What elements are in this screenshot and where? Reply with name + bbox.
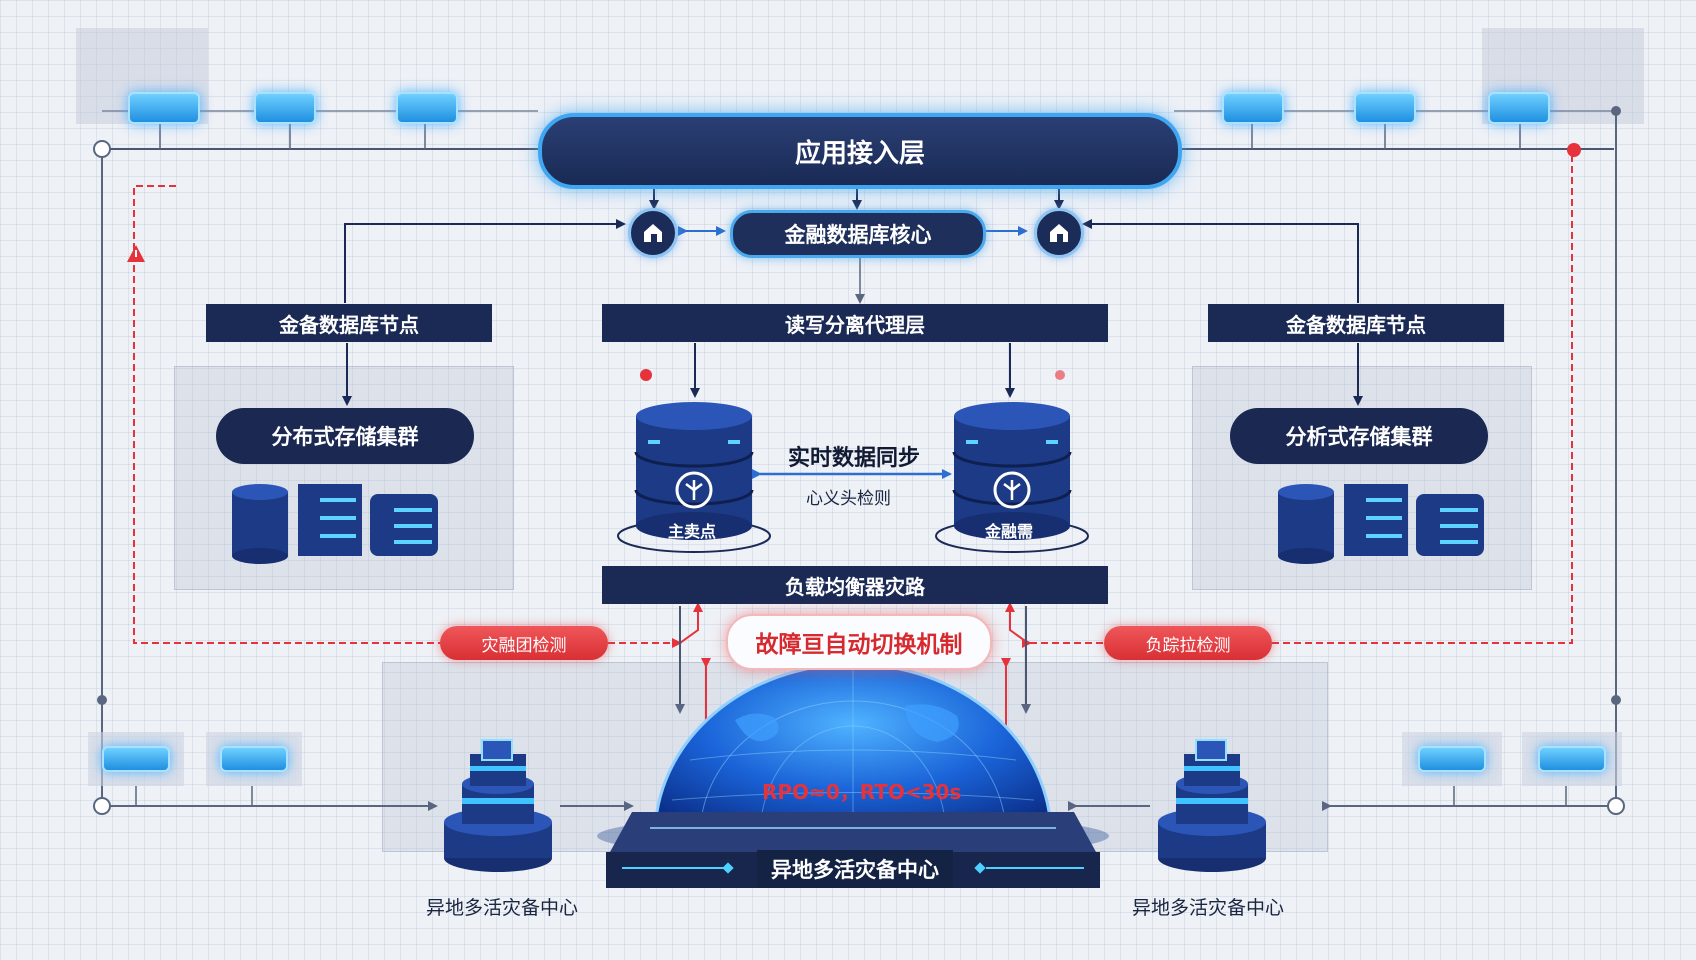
bottom-device-icon[interactable] <box>102 746 170 772</box>
dr-center-label: 异地多活灾备中心 <box>757 850 953 888</box>
left-alert-dot <box>640 369 652 381</box>
gateway-icon <box>1050 224 1068 242</box>
bottom-device-box <box>1402 732 1502 786</box>
left-gateway-icon[interactable] <box>628 208 678 258</box>
top-device-icon[interactable] <box>396 92 458 124</box>
financial-db-core[interactable]: 金融数据库核心 <box>730 210 986 258</box>
right-standby-node-bar[interactable]: 金备数据库节点 <box>1208 304 1504 342</box>
sync-subtitle: 心义头检则 <box>806 489 891 509</box>
right-gateway-icon[interactable] <box>1034 208 1084 258</box>
bottom-device-box <box>1522 732 1622 786</box>
right-storage-cluster[interactable]: 分析式存储集群 <box>1230 408 1488 464</box>
bottom-device-box <box>206 732 302 786</box>
bottom-device-box <box>88 732 184 786</box>
dr-left-label: 异地多活灾备中心 <box>426 897 579 919</box>
secondary-node-label: 金融需 <box>985 522 1034 541</box>
top-device-icon[interactable] <box>1354 92 1416 124</box>
left-standby-node-bar[interactable]: 金备数据库节点 <box>206 304 492 342</box>
app-access-layer[interactable]: 应用接入层 <box>538 113 1182 189</box>
top-device-icon[interactable] <box>254 92 316 124</box>
bottom-device-icon[interactable] <box>220 746 288 772</box>
right-detection-badge[interactable]: 负踪拉检测 <box>1104 626 1272 660</box>
alert-icon <box>127 245 145 262</box>
database-icon <box>634 402 1072 540</box>
left-detection-badge[interactable]: 灾融团检测 <box>440 626 608 660</box>
sync-title: 实时数据同步 <box>788 446 921 471</box>
server-icon <box>232 484 438 564</box>
top-device-icon[interactable] <box>1222 92 1284 124</box>
server-icon <box>1278 484 1484 564</box>
rw-proxy-bar[interactable]: 读写分离代理层 <box>602 304 1108 342</box>
gateway-icon <box>644 224 662 242</box>
top-device-icon[interactable] <box>128 92 200 124</box>
server-icon <box>444 739 552 872</box>
rpo-rto-text: RPO≈0，RTO<30s <box>762 780 962 804</box>
load-balancer-bar[interactable]: 负载均衡器灾路 <box>602 566 1108 604</box>
bottom-device-icon[interactable] <box>1418 746 1486 772</box>
left-storage-cluster[interactable]: 分布式存储集群 <box>216 408 474 464</box>
right-alert-dot <box>1055 370 1065 380</box>
dr-right-label: 异地多活灾备中心 <box>1132 897 1285 919</box>
primary-node-label: 主卖点 <box>668 522 717 541</box>
failover-mechanism[interactable]: 故障亘自动切换机制 <box>726 614 992 670</box>
server-icon <box>1158 739 1266 872</box>
top-device-icon[interactable] <box>1488 92 1550 124</box>
bottom-device-icon[interactable] <box>1538 746 1606 772</box>
